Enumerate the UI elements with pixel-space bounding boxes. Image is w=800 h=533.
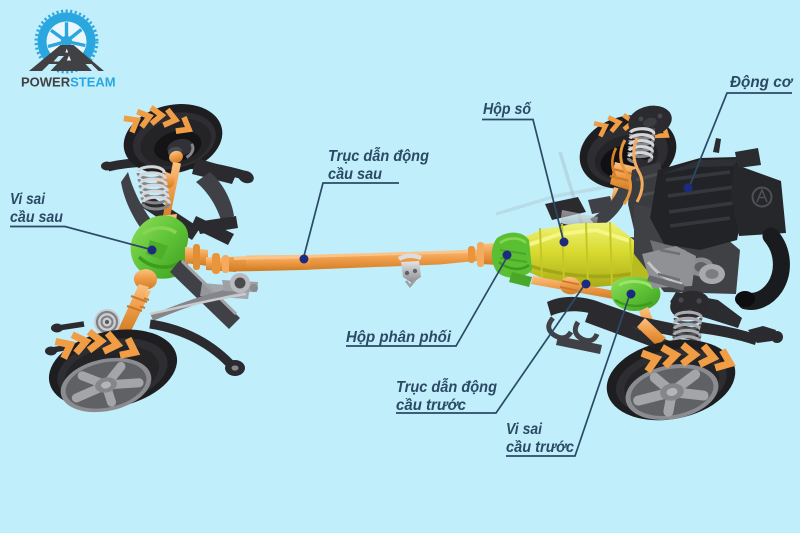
svg-text:cầu trước: cầu trước <box>506 439 574 456</box>
svg-text:cầu sau: cầu sau <box>328 166 382 183</box>
svg-text:POWERSTEAM: POWERSTEAM <box>21 75 116 90</box>
svg-text:Vi sai: Vi sai <box>10 191 45 208</box>
svg-text:Hộp số: Hộp số <box>483 101 532 118</box>
svg-text:Động cơ: Động cơ <box>730 74 794 91</box>
svg-text:Trục dẫn động: Trục dẫn động <box>396 376 497 396</box>
svg-text:Hộp phân phối: Hộp phân phối <box>346 329 452 346</box>
svg-text:Trục dẫn động: Trục dẫn động <box>328 145 429 165</box>
svg-text:cầu sau: cầu sau <box>10 209 63 226</box>
svg-text:Vi sai: Vi sai <box>506 421 542 438</box>
svg-text:cầu trước: cầu trước <box>396 397 466 414</box>
